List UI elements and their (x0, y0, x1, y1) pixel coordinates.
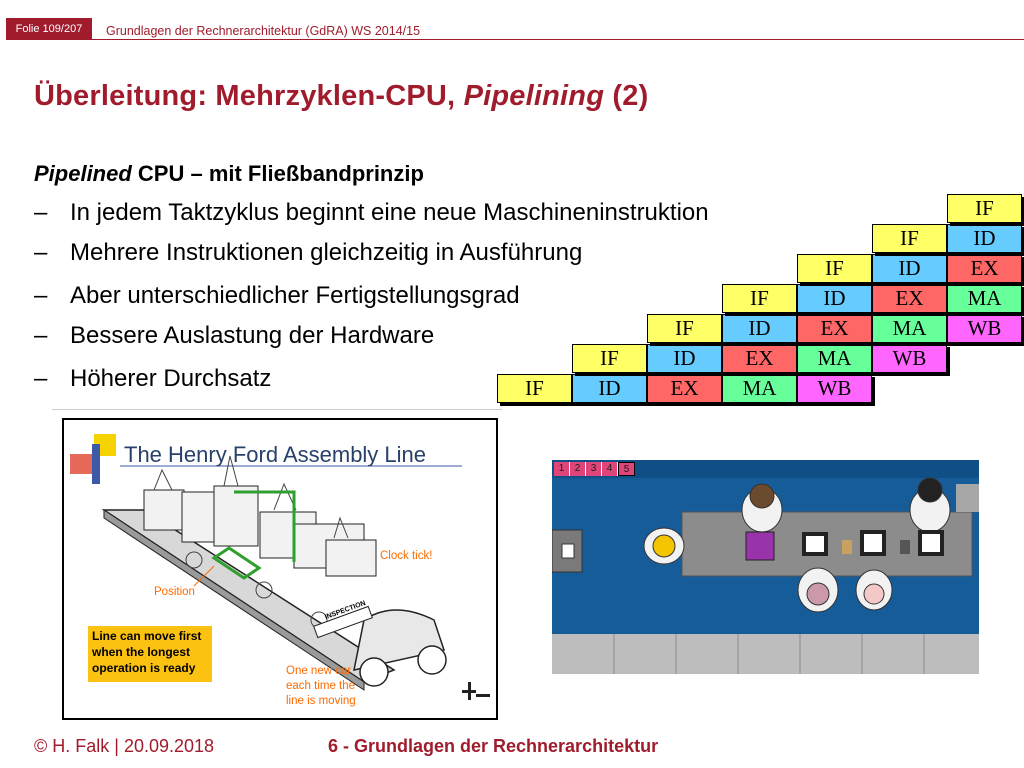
ford-image-title: The Henry Ford Assembly Line (124, 442, 427, 467)
pipeline-stage-if: IF (947, 194, 1022, 223)
ford-note-box: Line can move first when the longest ope… (88, 626, 212, 682)
divider-line (52, 409, 502, 410)
bullet-item: –In jedem Taktzyklus beginnt eine neue M… (34, 199, 709, 227)
assembly-line-illustration (70, 434, 490, 700)
workshop-tab-2: 2 (570, 462, 586, 476)
pipeline-stage-ma: MA (722, 374, 797, 403)
header-divider (92, 39, 1024, 40)
pipeline-stage-if: IF (647, 314, 722, 343)
workshop-illustration (552, 477, 979, 674)
ford-label-car: One new car each time the line is moving (286, 665, 356, 707)
bullet-item: –Höherer Durchsatz (34, 365, 271, 393)
pipeline-stage-ma: MA (947, 284, 1022, 313)
pipeline-stage-ma: MA (797, 344, 872, 373)
bullet-item: –Aber unterschiedlicher Fertigstellungsg… (34, 282, 520, 310)
pipeline-stage-if: IF (797, 254, 872, 283)
bullet-dash: – (34, 199, 48, 226)
workshop-tab-1: 1 (554, 462, 570, 476)
pipeline-stage-id: ID (947, 224, 1022, 253)
page-title: Überleitung: Mehrzyklen-CPU, Pipelining … (34, 80, 648, 113)
title-italic: Pipelining (463, 80, 605, 112)
pipeline-stage-id: ID (647, 344, 722, 373)
henry-ford-assembly-line-image: The Henry Ford Assembly Line Line can mo… (62, 418, 498, 720)
pipeline-stage-if: IF (722, 284, 797, 313)
bullet-text: Mehrere Instruktionen gleichzeitig in Au… (70, 239, 583, 266)
pipeline-stage-ex: EX (722, 344, 797, 373)
subheading: Pipelined CPU – mit Fließbandprinzip (34, 161, 424, 187)
pipeline-stage-ex: EX (872, 284, 947, 313)
footer-author-date: © H. Falk | 20.09.2018 (34, 736, 215, 756)
workshop-tab-5: 5 (618, 462, 635, 476)
bullet-text: Höherer Durchsatz (70, 365, 272, 392)
bullet-item: –Bessere Auslastung der Hardware (34, 322, 434, 350)
footer-chapter: 6 - Grundlagen der Rechnerarchitektur (328, 736, 659, 756)
pipeline-stage-ex: EX (797, 314, 872, 343)
pipeline-stage-id: ID (572, 374, 647, 403)
pipeline-stage-wb: WB (947, 314, 1022, 343)
pipeline-stage-if: IF (497, 374, 572, 403)
workshop-pipeline-image: 1 2 3 4 5 (552, 460, 979, 674)
bullet-text: In jedem Taktzyklus beginnt eine neue Ma… (70, 199, 709, 226)
bullet-dash: – (34, 365, 48, 392)
pipeline-stage-ex: EX (647, 374, 722, 403)
pipeline-stage-ma: MA (872, 314, 947, 343)
pipeline-stage-if: IF (872, 224, 947, 253)
subheading-rest: CPU – mit Fließbandprinzip (131, 161, 424, 186)
pipeline-stage-id: ID (722, 314, 797, 343)
bullet-dash: – (34, 322, 48, 349)
workshop-tab-4: 4 (602, 462, 618, 476)
bullet-item: –Mehrere Instruktionen gleichzeitig in A… (34, 239, 582, 267)
pipeline-stage-wb: WB (872, 344, 947, 373)
title-suffix: (2) (604, 80, 649, 112)
slide-number-badge: Folie 109/207 (6, 18, 92, 40)
pipeline-stage-id: ID (872, 254, 947, 283)
subheading-italic: Pipelined (34, 161, 132, 186)
ford-label-position: Position (154, 586, 195, 598)
bullet-dash: – (34, 239, 48, 266)
ford-label-clock: Clock tick! (380, 550, 433, 562)
pipeline-stage-id: ID (797, 284, 872, 313)
pipeline-stage-if: IF (572, 344, 647, 373)
bullet-text: Aber unterschiedlicher Fertigstellungsgr… (70, 282, 520, 309)
title-main: Überleitung: Mehrzyklen-CPU, (34, 80, 464, 112)
workshop-tab-bar (552, 460, 979, 478)
bullet-text: Bessere Auslastung der Hardware (70, 322, 435, 349)
course-title: Grundlagen der Rechnerarchitektur (GdRA)… (106, 24, 421, 38)
pipeline-stage-wb: WB (797, 374, 872, 403)
workshop-tab-3: 3 (586, 462, 602, 476)
pipeline-stage-ex: EX (947, 254, 1022, 283)
bullet-dash: – (34, 282, 48, 309)
